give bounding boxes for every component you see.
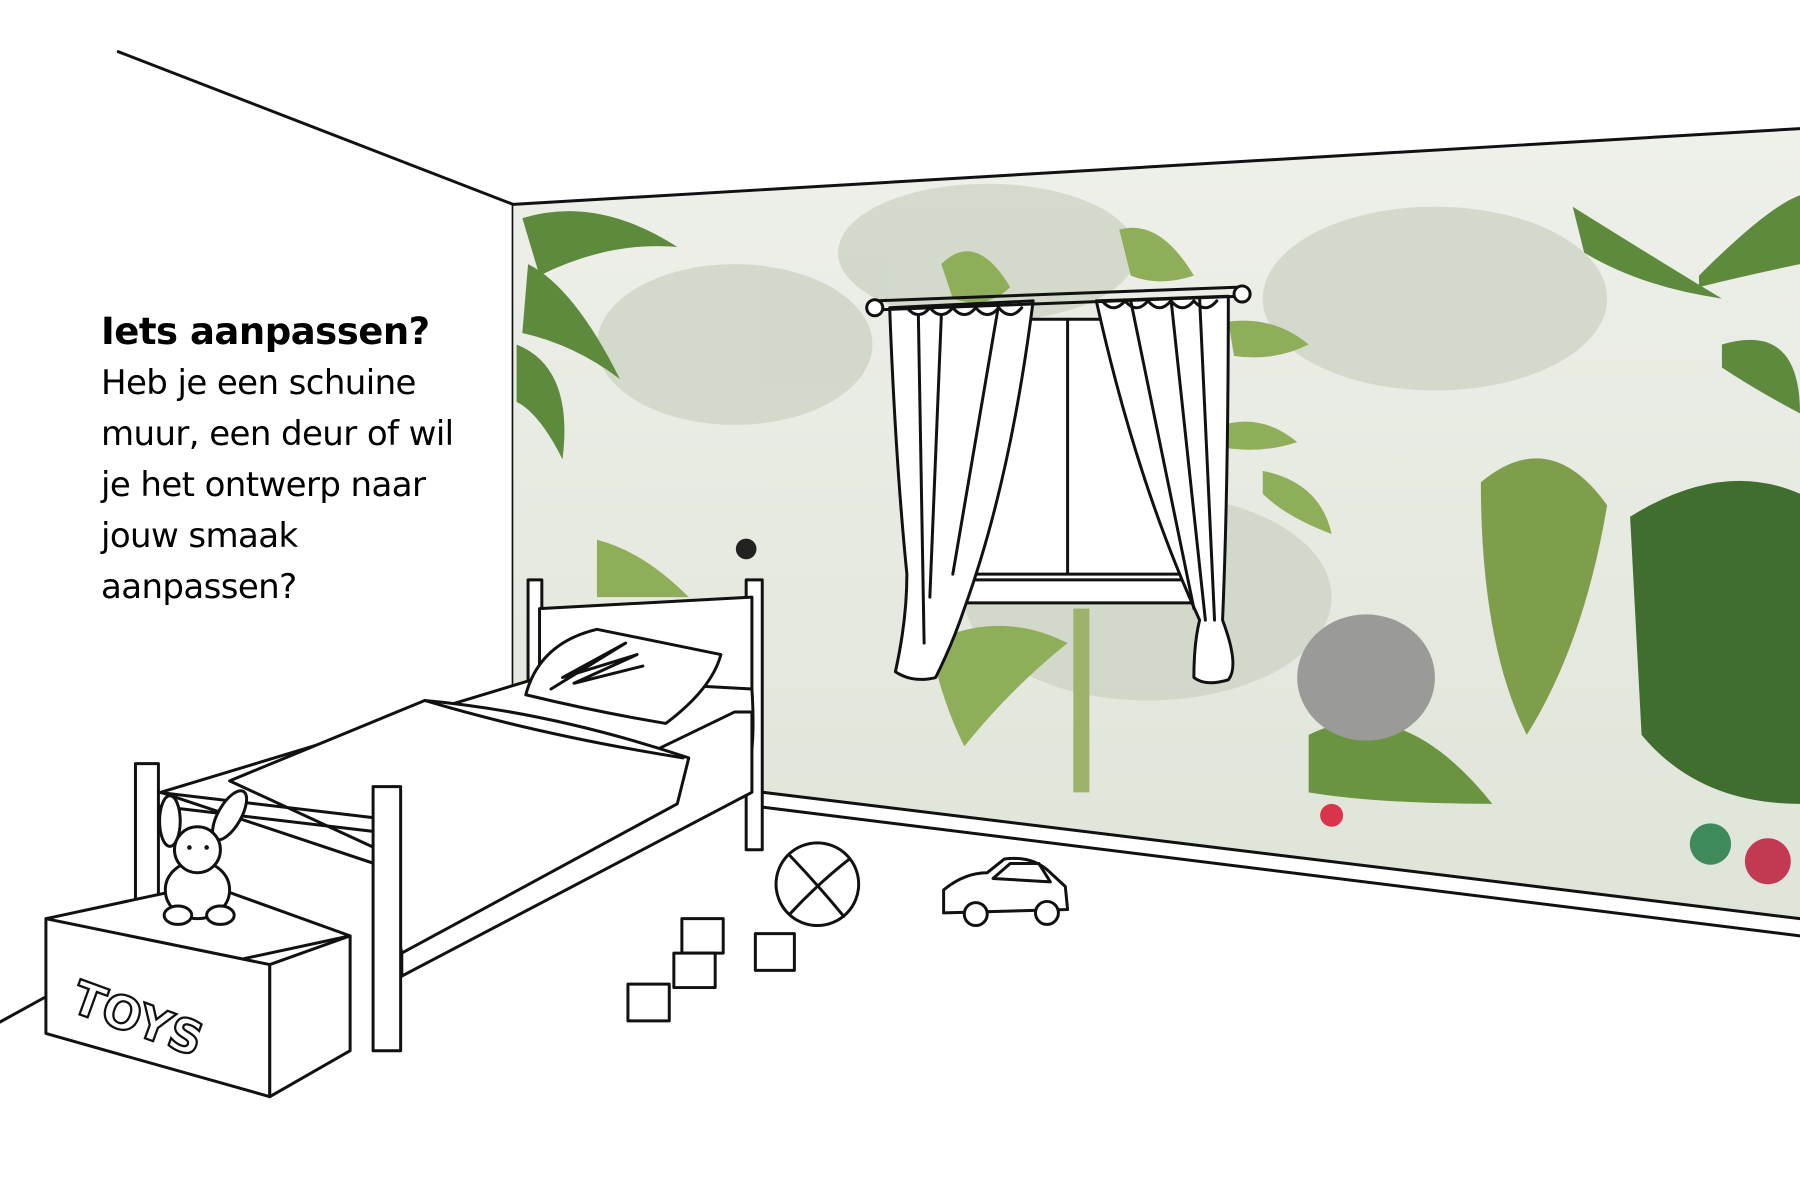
curtain-left — [888, 299, 1035, 681]
floor-wall-line — [761, 790, 1800, 921]
curtain-right — [1094, 294, 1235, 685]
mural-top-line — [511, 127, 1800, 206]
window — [865, 284, 1252, 685]
toy-box: TOYS — [44, 882, 352, 1099]
body-line: aanpassen? — [101, 567, 297, 607]
toy-blocks — [626, 917, 796, 1023]
body-text: Heb je een schuine muur, een deur of wil… — [101, 358, 521, 613]
ball — [774, 841, 861, 928]
floor-wall-line-lower — [761, 805, 1800, 938]
pillow — [524, 627, 723, 725]
body-line: jouw smaak — [101, 516, 298, 556]
body-line: Heb je een schuine — [101, 363, 416, 403]
toucan — [735, 538, 757, 560]
heading: Iets aanpassen? — [101, 310, 430, 353]
bunny-plush — [158, 789, 249, 926]
left-floor-line — [0, 995, 48, 1024]
elephant — [1297, 614, 1435, 741]
info-text-block: Iets aanpassen? Heb je een schuine muur,… — [101, 306, 521, 613]
bed — [133, 578, 764, 1053]
curtain-rod — [870, 285, 1242, 312]
body-line: muur, een deur of wil — [101, 414, 454, 454]
ceiling-line — [116, 50, 515, 206]
toy-car — [942, 856, 1070, 928]
body-line: je het ontwerp naar — [101, 465, 426, 505]
